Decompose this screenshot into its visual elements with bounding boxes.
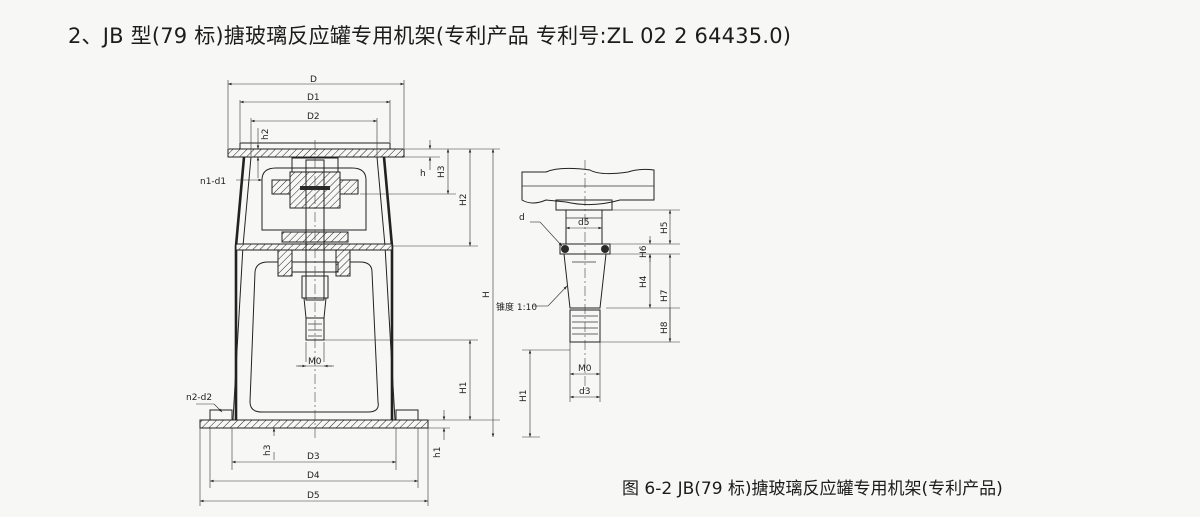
label-D1: D1 [307,93,320,103]
label-D4: D4 [307,471,320,481]
label-D: D [310,75,317,85]
label-H3: H3 [437,166,447,179]
label-H: H [482,291,492,298]
label-D5: D5 [307,491,320,501]
label-taper: 锥度 1:10 [496,301,537,313]
shaft-detail-drawing: d d5 H5 H6 H4 H7 H8 锥度 1:10 H1 M0 d3 [496,160,680,438]
figure-caption: 图 6-2 JB(79 标)搪玻璃反应罐专用机架(专利产品) [622,479,1003,499]
gearbox-body [521,167,655,206]
label-H7: H7 [660,290,670,303]
label-H8: H8 [660,321,670,334]
left-outer-wall [234,156,246,420]
label-H1: H1 [459,382,469,395]
label-n2-d2: n2-d2 [186,393,212,403]
label-H5: H5 [660,222,670,235]
label-d3: d3 [579,387,590,397]
label-M0: M0 [308,357,322,367]
top-flange [227,148,405,158]
label-H6: H6 [639,245,649,258]
label-d: d [519,213,525,223]
label-h: h [420,169,426,179]
label-D2: D2 [307,112,320,122]
right-outer-wall [382,156,394,420]
upper-window [261,167,367,231]
frame-drawing: D D1 D2 h2 n1-d1 h H3 H2 H H1 h1 M0 n2-d… [186,75,500,506]
label-h3: h3 [263,445,273,456]
frame-window [249,261,379,413]
label-H2: H2 [459,194,469,207]
label-h1: h1 [433,447,443,458]
label-H1-right: H1 [519,390,529,403]
label-d5: d5 [578,218,589,228]
label-H4: H4 [639,275,649,288]
label-n1-d1: n1-d1 [200,177,226,187]
bottom-flange [199,419,429,429]
label-h2: h2 [261,129,271,140]
diagram-title: 2、JB 型(79 标)搪玻璃反应罐专用机架(专利产品 专利号:ZL 02 2 … [68,24,792,48]
label-D3: D3 [307,452,320,462]
label-M0-right: M0 [578,364,592,374]
middle-plate [235,243,393,251]
